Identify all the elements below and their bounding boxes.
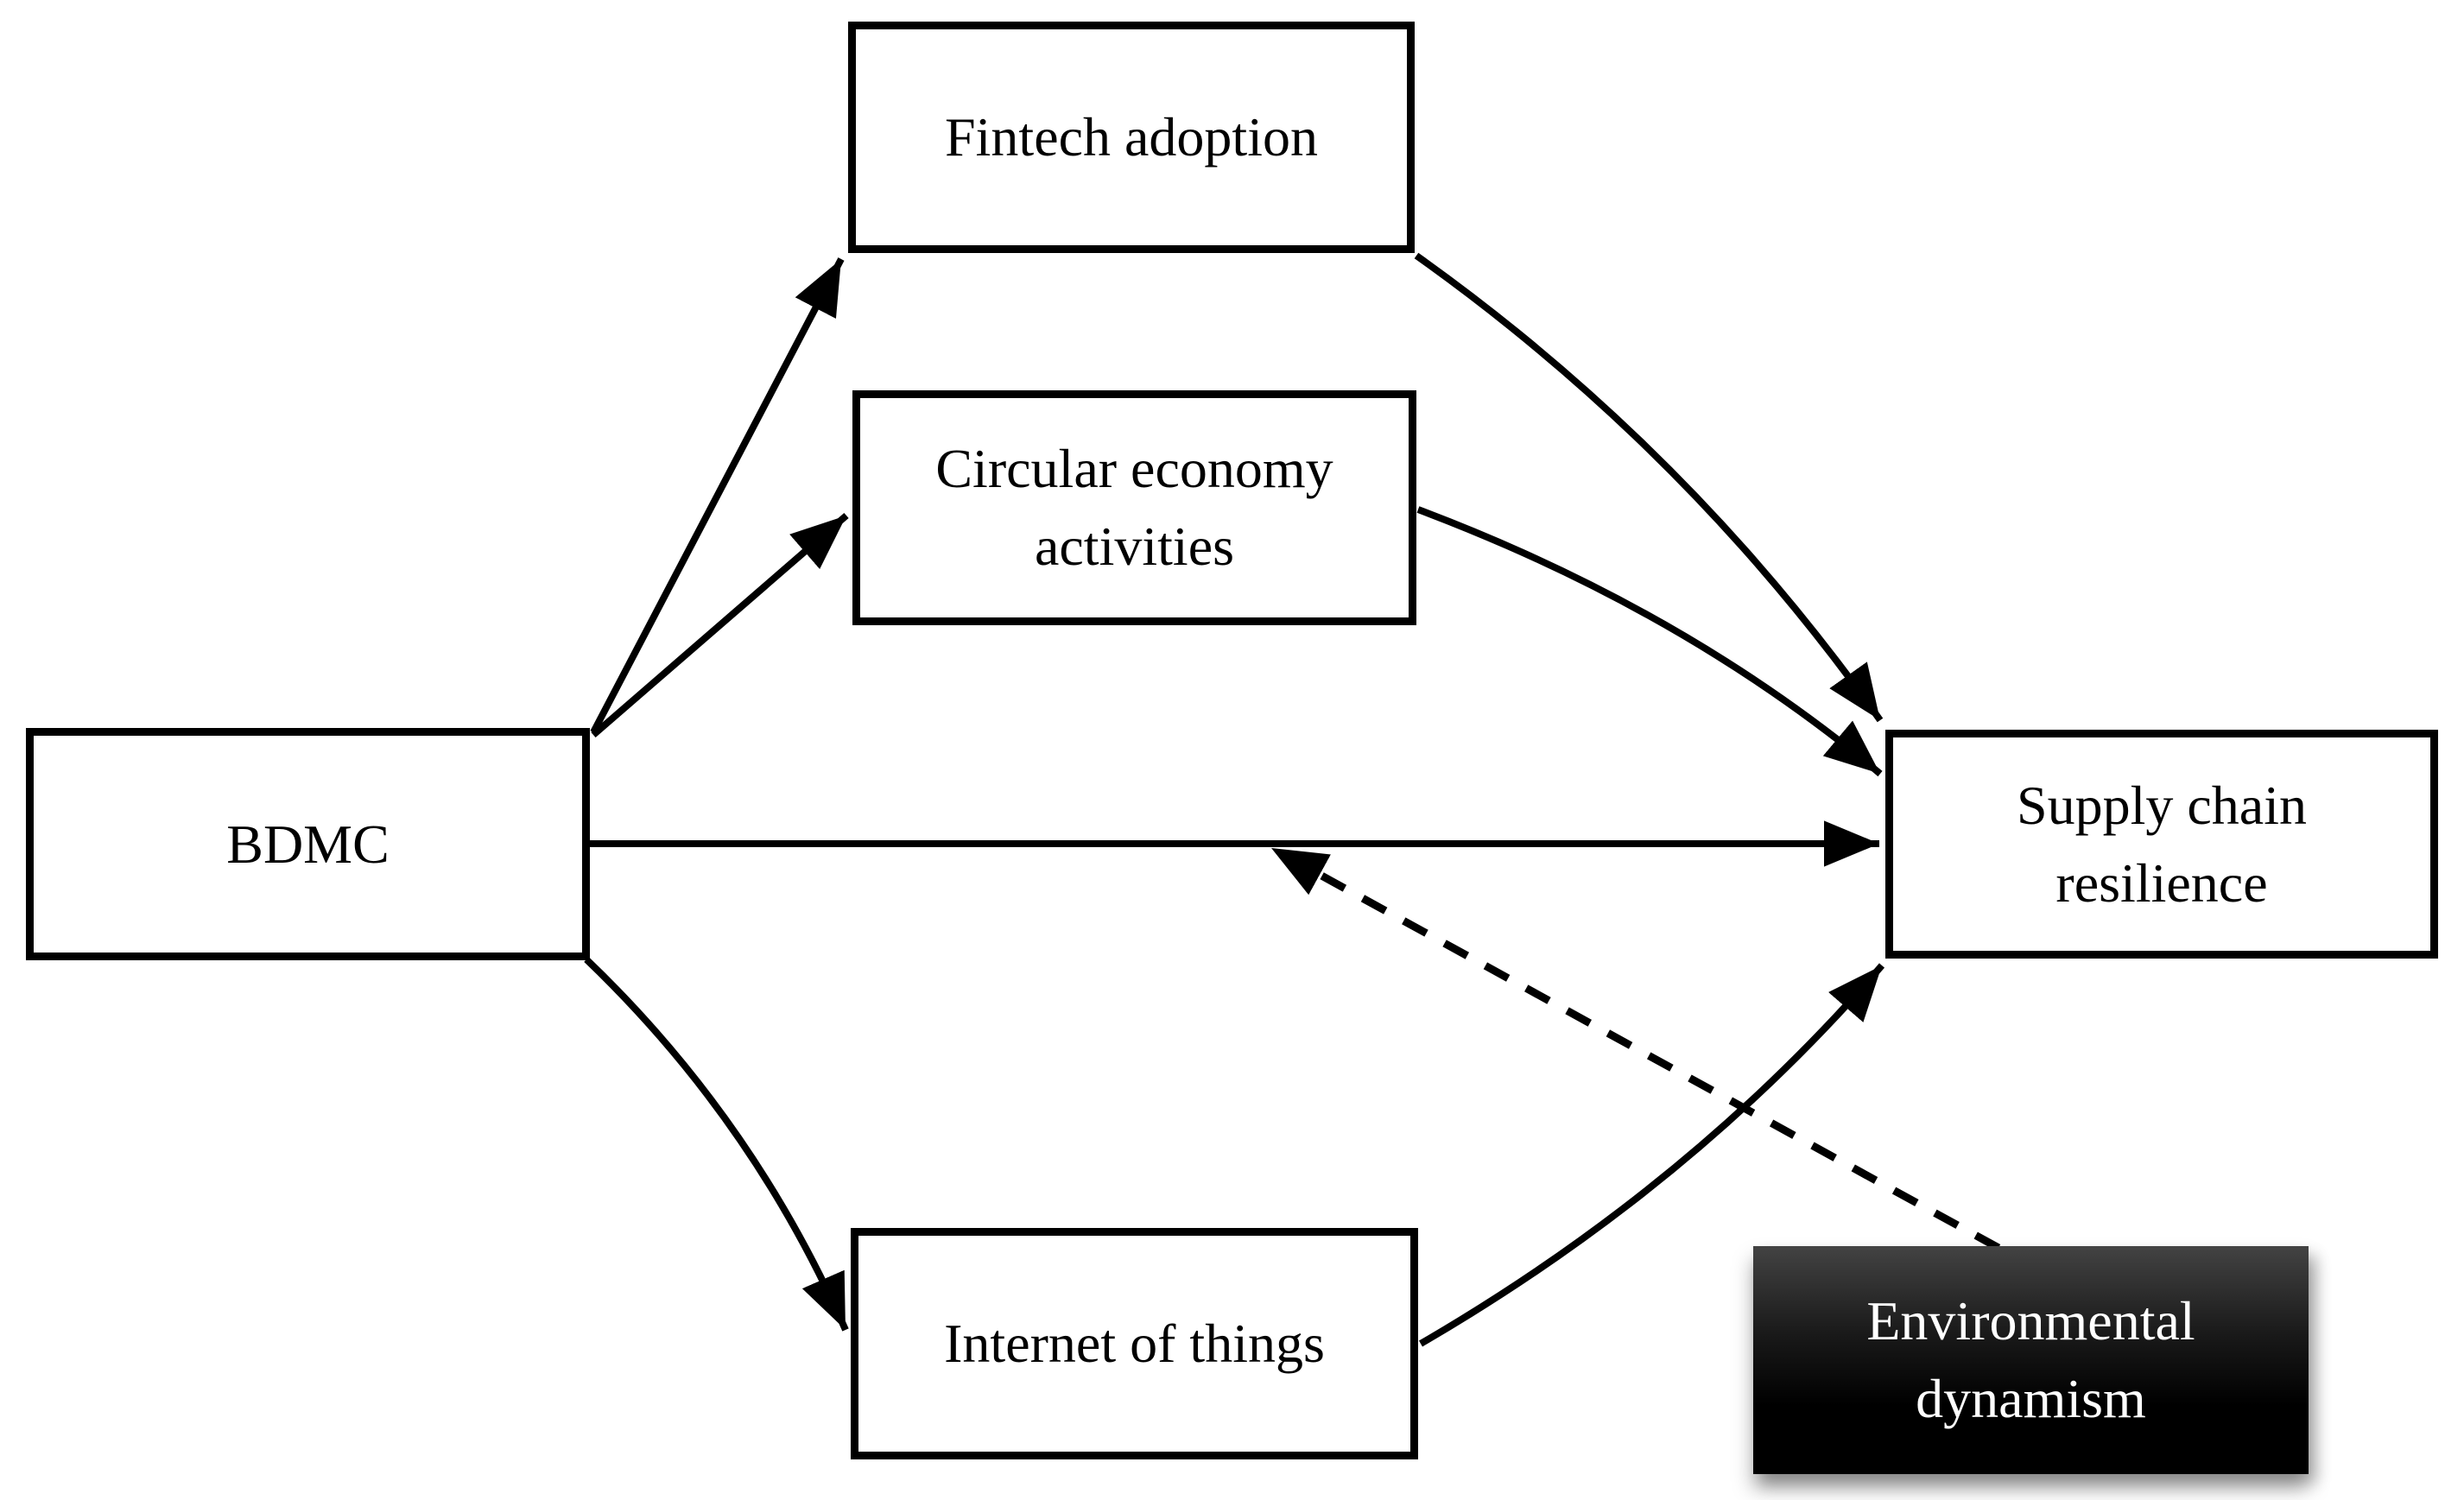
arrow-bdmc-to-fintech — [590, 257, 845, 734]
node-environmental-dynamism-label-line1: Environmental — [1866, 1290, 2195, 1352]
node-bdmc: BDMC — [26, 728, 590, 960]
arrow-bdmc-to-circular-economy — [591, 512, 849, 738]
node-internet-of-things: Internet of things — [851, 1228, 1418, 1459]
node-supply-chain-resilience: Supply chain resilience — [1885, 730, 2438, 959]
arrow-fintech-to-supply-chain-resilience — [1414, 252, 1884, 723]
arrow-circular-economy-to-supply-chain-resilience — [1416, 506, 1883, 777]
arrow-bdmc-to-internet-of-things — [584, 957, 849, 1332]
node-supply-chain-label-line1: Supply chain — [2017, 774, 2307, 836]
node-bdmc-label: BDMC — [226, 813, 390, 875]
node-environmental-dynamism: Environmental dynamism — [1753, 1246, 2309, 1474]
node-circular-economy-label-line1: Circular economy — [935, 438, 1333, 500]
node-fintech-adoption: Fintech adoption — [848, 22, 1415, 253]
node-environmental-dynamism-label-line2: dynamism — [1916, 1368, 2146, 1429]
node-circular-economy-activities: Circular economy activities — [852, 390, 1416, 625]
node-supply-chain-label-line2: resilience — [2055, 851, 2268, 914]
node-fintech-adoption-label: Fintech adoption — [945, 106, 1318, 168]
node-circular-economy-label-line2: activities — [1034, 516, 1235, 577]
arrow-internet-of-things-to-supply-chain-resilience — [1418, 963, 1885, 1347]
node-internet-of-things-label: Internet of things — [944, 1313, 1325, 1375]
